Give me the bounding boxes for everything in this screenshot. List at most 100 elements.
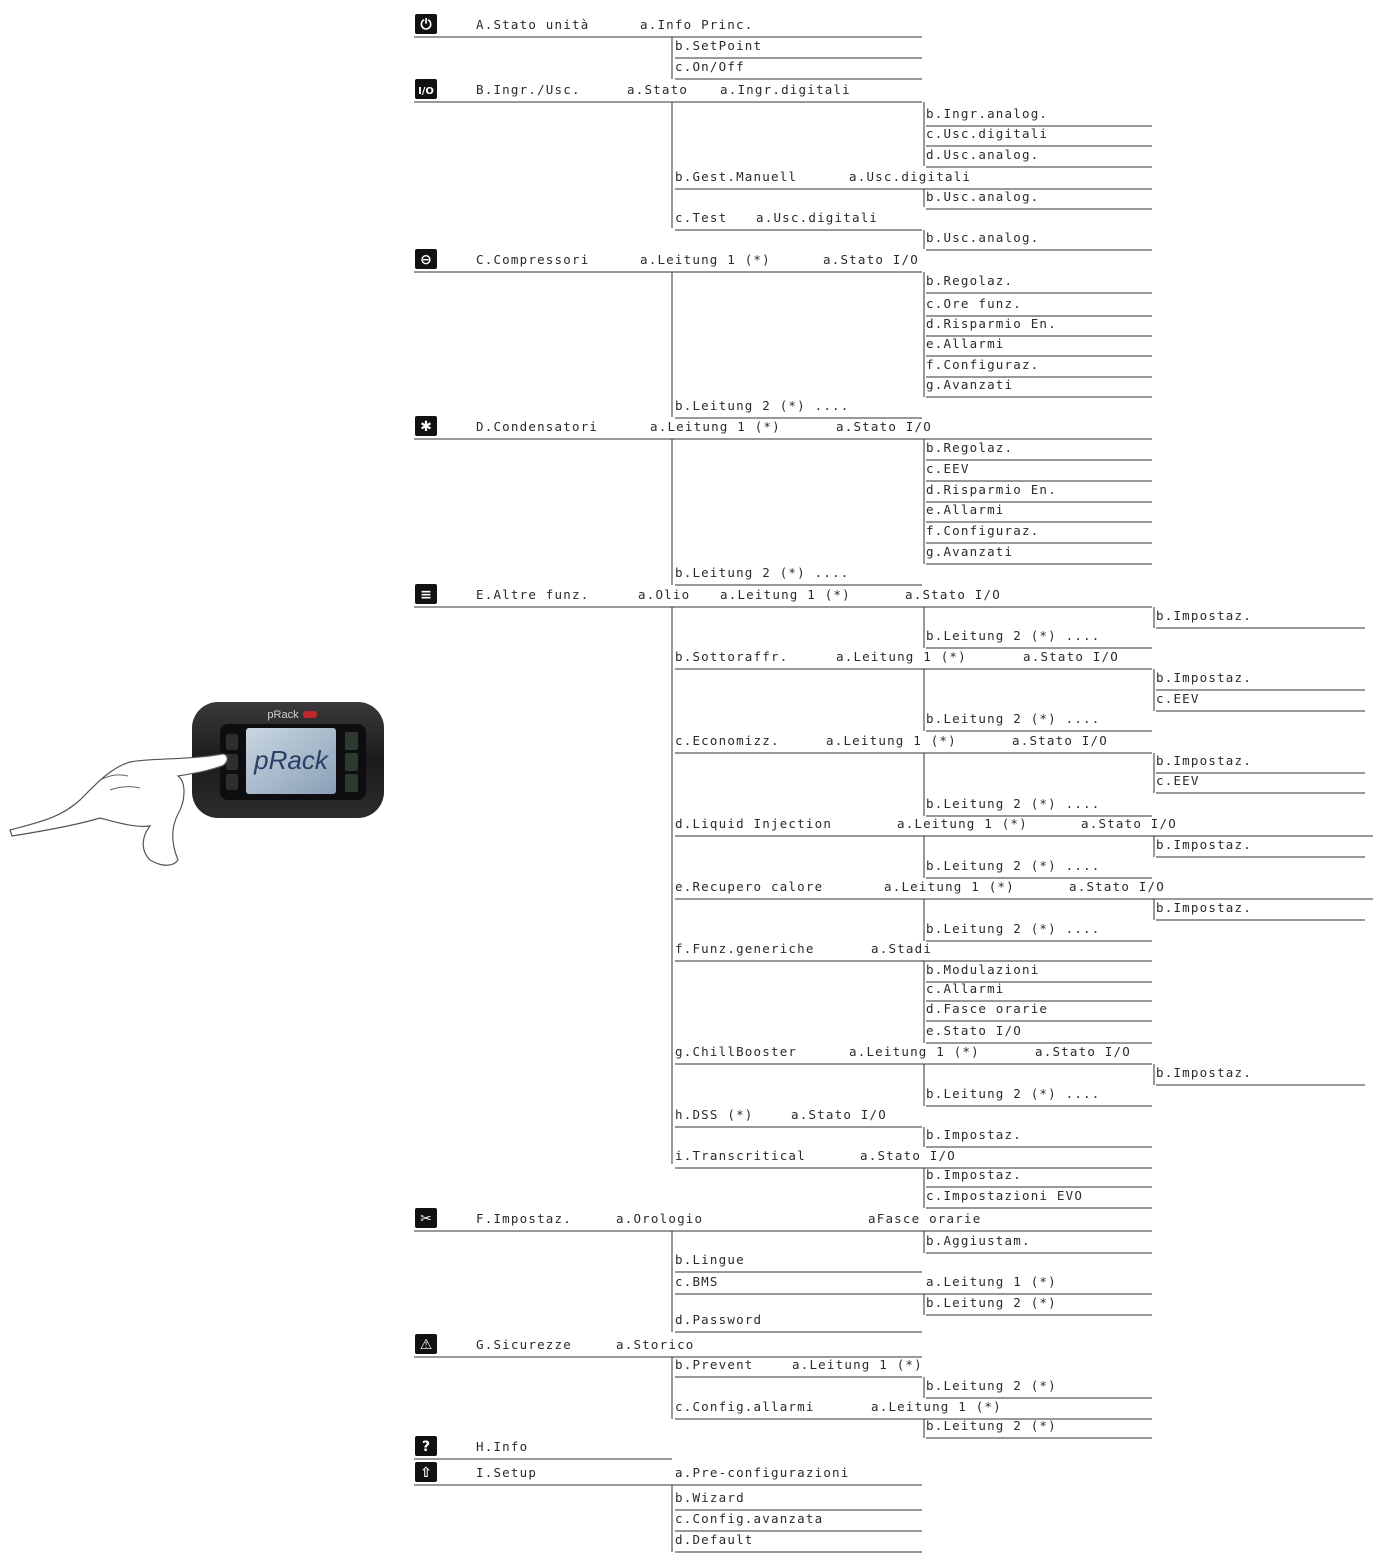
section-icons: ⏻I/O⊖✱≡✂⚠?⇧ xyxy=(415,14,437,1482)
menu-item-e-a-a-a: a.Stato I/O xyxy=(905,587,1001,602)
menu-item-e-i-b: b.Impostaz. xyxy=(926,1167,1022,1182)
menu-item-f-root: F.Impostaz. xyxy=(476,1211,572,1226)
menu-item-c-root: C.Compressori xyxy=(476,252,589,267)
menu-item-e-g-b: b.Leitung 2 (*) .... xyxy=(926,1086,1101,1101)
menu-item-d-a-g: g.Avanzati xyxy=(926,544,1013,559)
menu-item-e-a-a-b: b.Impostaz. xyxy=(1156,608,1252,623)
menu-item-d-a-b: b.Regolaz. xyxy=(926,440,1013,455)
power-icon: ⏻ xyxy=(415,14,437,34)
menu-item-c-a: a.Leitung 1 (*) xyxy=(640,252,771,267)
menu-item-g-a: a.Storico xyxy=(616,1337,695,1352)
menu-item-e-b-a-a: a.Stato I/O xyxy=(1023,649,1119,664)
menu-item-d-a-e: e.Allarmi xyxy=(926,502,1005,517)
menu-item-i-b: b.Wizard xyxy=(675,1490,745,1505)
menu-item-f-a-a: aFasce orarie xyxy=(868,1211,981,1226)
menu-item-e-c-a-c: c.EEV xyxy=(1156,773,1200,788)
compressor-icon-glyph: ⊖ xyxy=(420,252,432,268)
menu-item-c-a-g: g.Avanzati xyxy=(926,377,1013,392)
menu-item-e-d-a-a: a.Stato I/O xyxy=(1081,816,1177,831)
io-icon: I/O xyxy=(415,79,437,99)
menu-item-b-a-d: d.Usc.analog. xyxy=(926,147,1039,162)
tools-icon: ✂ xyxy=(415,1208,437,1228)
menu-item-c-a-e: e.Allarmi xyxy=(926,336,1005,351)
menu-item-a-c: c.On/Off xyxy=(675,59,745,74)
menu-item-b-a-a: a.Ingr.digitali xyxy=(720,82,851,97)
menu-item-g-b: b.Prevent xyxy=(675,1357,754,1372)
menu-item-e-c-a-a: a.Stato I/O xyxy=(1012,733,1108,748)
menu-item-f-c-a: a.Leitung 1 (*) xyxy=(926,1274,1057,1289)
menu-item-e-a-b: b.Leitung 2 (*) .... xyxy=(926,628,1101,643)
menu-item-f-a: a.Orologio xyxy=(616,1211,703,1226)
menu-item-e-f-d: d.Fasce orarie xyxy=(926,1001,1048,1016)
menu-item-e-d-b: b.Leitung 2 (*) .... xyxy=(926,858,1101,873)
menu-item-d-a-c: c.EEV xyxy=(926,461,970,476)
menu-item-b-a-b: b.Ingr.analog. xyxy=(926,106,1048,121)
menu-item-g-c-b: b.Leitung 2 (*) xyxy=(926,1418,1057,1433)
menu-item-e-c-a-b: b.Impostaz. xyxy=(1156,753,1252,768)
menu-item-b-root: B.Ingr./Usc. xyxy=(476,82,581,97)
compressor-icon: ⊖ xyxy=(415,249,437,269)
fan-icon-glyph: ✱ xyxy=(420,419,432,435)
menu-item-b-a-c: c.Usc.digitali xyxy=(926,126,1048,141)
menu-item-e-f: f.Funz.generiche xyxy=(675,941,815,956)
menu-item-c-a-d: d.Risparmio En. xyxy=(926,316,1057,331)
menu-item-d-a-d: d.Risparmio En. xyxy=(926,482,1057,497)
menu-item-e-h: h.DSS (*) xyxy=(675,1107,754,1122)
menu-item-e-b-a-b: b.Impostaz. xyxy=(1156,670,1252,685)
list-icon: ≡ xyxy=(415,584,437,604)
menu-item-e-f-e: e.Stato I/O xyxy=(926,1023,1022,1038)
menu-item-e-g-a-a: a.Stato I/O xyxy=(1035,1044,1131,1059)
help-icon: ? xyxy=(415,1436,437,1456)
menu-item-d-root: D.Condensatori xyxy=(476,419,598,434)
menu-item-e-g-a: a.Leitung 1 (*) xyxy=(849,1044,980,1059)
alarm-icon: ⚠ xyxy=(415,1334,437,1354)
menu-item-b-c: c.Test xyxy=(675,210,727,225)
menu-item-e-d: d.Liquid Injection xyxy=(675,816,832,831)
menu-item-e-f-c: c.Allarmi xyxy=(926,981,1005,996)
menu-item-c-a-c: c.Ore funz. xyxy=(926,296,1022,311)
menu-item-e-root: E.Altre funz. xyxy=(476,587,589,602)
menu-item-b-c-a: a.Usc.digitali xyxy=(756,210,878,225)
menu-item-a-b: b.SetPoint xyxy=(675,38,762,53)
menu-item-e-c: c.Economizz. xyxy=(675,733,780,748)
menu-item-b-c-b: b.Usc.analog. xyxy=(926,230,1039,245)
help-icon-glyph: ? xyxy=(422,1439,430,1455)
menu-item-a-root: A.Stato unità xyxy=(476,17,589,32)
menu-item-e-b-b: b.Leitung 2 (*) .... xyxy=(926,711,1101,726)
menu-item-e-b: b.Sottoraffr. xyxy=(675,649,788,664)
menu-item-e-e-a-b: b.Impostaz. xyxy=(1156,900,1252,915)
menu-item-e-b-a-c: c.EEV xyxy=(1156,691,1200,706)
menu-item-e-c-b: b.Leitung 2 (*) .... xyxy=(926,796,1101,811)
tools-icon-glyph: ✂ xyxy=(420,1211,432,1227)
menu-item-e-h-b: b.Impostaz. xyxy=(926,1127,1022,1142)
alarm-icon-glyph: ⚠ xyxy=(420,1337,433,1353)
menu-item-c-a-b: b.Regolaz. xyxy=(926,273,1013,288)
menu-item-e-g-a-b: b.Impostaz. xyxy=(1156,1065,1252,1080)
menu-item-a-a: a.Info Princ. xyxy=(640,17,753,32)
menu-item-i-d: d.Default xyxy=(675,1532,754,1547)
menu-item-b-b: b.Gest.Manuell xyxy=(675,169,797,184)
menu-item-d-a-f: f.Configuraz. xyxy=(926,523,1039,538)
menu-item-i-a: a.Pre-configurazioni xyxy=(675,1465,850,1480)
menu-item-b-b-a: a.Usc.digitali xyxy=(849,169,971,184)
menu-item-e-b-a: a.Leitung 1 (*) xyxy=(836,649,967,664)
menu-item-g-c: c.Config.allarmi xyxy=(675,1399,815,1414)
menu-item-d-a: a.Leitung 1 (*) xyxy=(650,419,781,434)
menu-item-g-c-a: a.Leitung 1 (*) xyxy=(871,1399,1002,1414)
menu-item-e-e: e.Recupero calore xyxy=(675,879,823,894)
menu-item-e-f-b: b.Modulazioni xyxy=(926,962,1039,977)
menu-item-e-c-a: a.Leitung 1 (*) xyxy=(826,733,957,748)
menu-item-i-root: I.Setup xyxy=(476,1465,537,1480)
menu-item-f-a-b: b.Aggiustam. xyxy=(926,1233,1031,1248)
menu-item-e-i-a: a.Stato I/O xyxy=(860,1148,956,1163)
power-icon-glyph: ⏻ xyxy=(420,17,431,33)
menu-item-e-a: a.Olio xyxy=(638,587,690,602)
fan-icon: ✱ xyxy=(415,416,437,436)
menu-item-d-a-a: a.Stato I/O xyxy=(836,419,932,434)
menu-item-c-a-a: a.Stato I/O xyxy=(823,252,919,267)
menu-item-e-i: i.Transcritical xyxy=(675,1148,806,1163)
menu-item-e-h-a: a.Stato I/O xyxy=(791,1107,887,1122)
list-icon-glyph: ≡ xyxy=(420,587,432,603)
menu-item-e-e-b: b.Leitung 2 (*) .... xyxy=(926,921,1101,936)
